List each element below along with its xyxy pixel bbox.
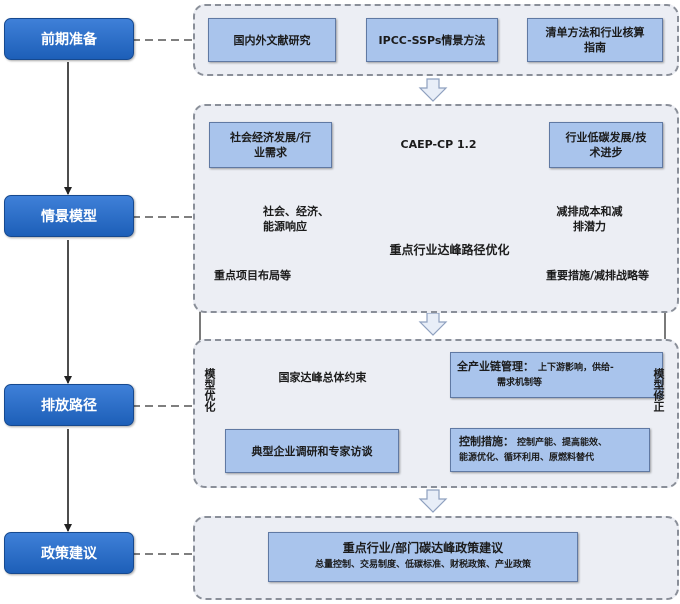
policy-subtitle: 总量控制、交易制度、低碳标准、财税政策、产业政策 (314, 560, 531, 570)
supply-chain-detail-1: 上下游影响，供给- (538, 363, 614, 373)
model-optimize-side-label: 模型优化 (203, 368, 216, 412)
stage-path: 排放路径 (4, 384, 134, 426)
socioeconomic-label-2: 业需求 (254, 146, 287, 159)
measures-label: 重要措施/减排战略等 (546, 269, 650, 282)
low-carbon-tech-label-1: 行业低碳发展/技 (565, 131, 647, 144)
low-carbon-tech-label-2: 术进步 (589, 146, 623, 159)
control-measures-title: 控制措施： (459, 435, 514, 448)
feedback-label: 社会、经济、 能源响应 (263, 204, 353, 234)
stage-policy: 政策建议 (4, 532, 134, 574)
layout-label: 重点项目布局等 (214, 269, 291, 282)
prep-literature-box: 国内外文献研究 (208, 18, 336, 62)
model-correct-side-label: 模型修正 (652, 368, 665, 412)
control-measures-row: 控制措施： 控制产能、提高能效、 (459, 434, 607, 451)
block-arrow-2 (418, 312, 448, 336)
prep-inventory-label-1: 清单方法和行业核算 (545, 26, 645, 39)
supply-chain-box: 全产业链管理： 上下游影响，供给- 需求机制等 (450, 352, 663, 398)
socioeconomic-label-1: 社会经济发展/行 (229, 131, 312, 144)
prep-ipcc-box: IPCC-SSPs情景方法 (366, 18, 498, 62)
policy-box: 重点行业/部门碳达峰政策建议 总量控制、交易制度、低碳标准、财税政策、产业政策 (268, 532, 578, 582)
prep-literature-label: 国内外文献研究 (233, 33, 311, 47)
constraint-label: 国家达峰总体约束 (278, 370, 367, 384)
control-measures-detail-1: 控制产能、提高能效、 (517, 438, 608, 448)
prep-inventory-label-2: 指南 (584, 41, 606, 54)
stage-model: 情景模型 (4, 195, 134, 237)
cost-label-1: 减排成本和减 (556, 205, 623, 218)
socioeconomic-box: 社会经济发展/行 业需求 (209, 122, 332, 168)
optimize-label: 重点行业达峰路径优化 (389, 242, 510, 257)
block-arrow-3 (418, 489, 448, 513)
survey-box: 典型企业调研和专家访谈 (225, 429, 399, 473)
survey-label: 典型企业调研和专家访谈 (251, 444, 373, 458)
control-measures-box: 控制措施： 控制产能、提高能效、 能源优化、循环利用、原燃料替代 (450, 428, 650, 472)
supply-chain-title: 全产业链管理： (457, 360, 534, 373)
stage-prep: 前期准备 (4, 18, 134, 60)
supply-chain-detail-2: 需求机制等 (497, 378, 543, 388)
low-carbon-tech-box: 行业低碳发展/技 术进步 (549, 122, 663, 168)
prep-inventory-box: 清单方法和行业核算 指南 (527, 18, 663, 62)
control-measures-detail-2: 能源优化、循环利用、原燃料替代 (459, 453, 595, 463)
cost-label-2: 排潜力 (573, 220, 606, 233)
caep-label: CAEP-CP 1.2 (400, 137, 477, 151)
feedback-label-1: 社会、经济、 (263, 205, 329, 218)
prep-ipcc-label: IPCC-SSPs情景方法 (378, 33, 486, 47)
cost-label: 减排成本和减 排潜力 (547, 204, 632, 234)
block-arrow-1 (418, 78, 448, 102)
feedback-label-2: 能源响应 (263, 220, 307, 233)
policy-title: 重点行业/部门碳达峰政策建议 (342, 541, 504, 555)
supply-chain-row: 全产业链管理： 上下游影响，供给- (457, 359, 614, 376)
